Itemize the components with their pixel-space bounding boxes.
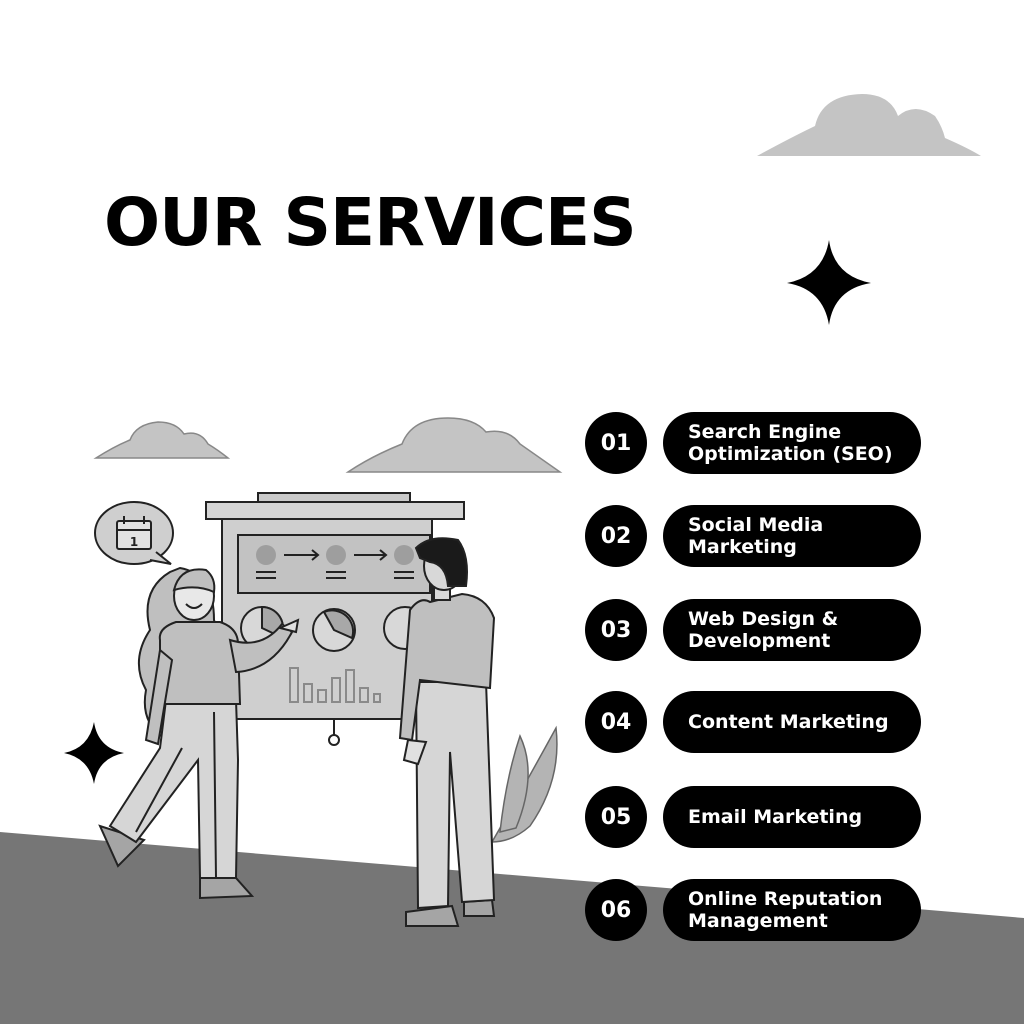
cloud-icon bbox=[757, 94, 981, 156]
service-item-seo[interactable]: 01 Search Engine Optimization (SEO) bbox=[585, 412, 923, 474]
service-number-badge: 04 bbox=[585, 691, 647, 753]
service-item-social-media[interactable]: 02 Social Media Marketing bbox=[585, 505, 923, 567]
service-item-content-marketing[interactable]: 04 Content Marketing bbox=[585, 691, 923, 753]
service-label: Email Marketing bbox=[663, 786, 921, 848]
sparkle-icon bbox=[64, 722, 124, 784]
service-label: Search Engine Optimization (SEO) bbox=[663, 412, 921, 474]
service-number-badge: 06 bbox=[585, 879, 647, 941]
service-label: Social Media Marketing bbox=[663, 505, 921, 567]
woman-figure bbox=[98, 566, 300, 900]
service-label: Content Marketing bbox=[663, 691, 921, 753]
calendar-day: 1 bbox=[130, 535, 138, 549]
service-number-badge: 05 bbox=[585, 786, 647, 848]
ground-shape bbox=[0, 832, 1024, 1024]
service-item-reputation-management[interactable]: 06 Online Reputation Management bbox=[585, 879, 923, 941]
service-label: Online Reputation Management bbox=[663, 879, 921, 941]
calendar-icon: 1 bbox=[116, 516, 152, 550]
sparkle-icon bbox=[787, 240, 871, 325]
service-number-badge: 01 bbox=[585, 412, 647, 474]
service-label: Web Design & Development bbox=[663, 599, 921, 661]
process-flow-chart bbox=[256, 545, 414, 579]
cloud-icon bbox=[345, 417, 563, 473]
bar-graph-icon bbox=[289, 667, 381, 703]
service-item-web-design[interactable]: 03 Web Design & Development bbox=[585, 599, 923, 661]
service-number-badge: 02 bbox=[585, 505, 647, 567]
service-item-email-marketing[interactable]: 05 Email Marketing bbox=[585, 786, 923, 848]
man-figure bbox=[398, 537, 496, 927]
page-title: OUR SERVICES bbox=[104, 184, 637, 261]
cloud-icon bbox=[93, 421, 231, 459]
service-number-badge: 03 bbox=[585, 599, 647, 661]
plant-icon bbox=[490, 725, 558, 843]
